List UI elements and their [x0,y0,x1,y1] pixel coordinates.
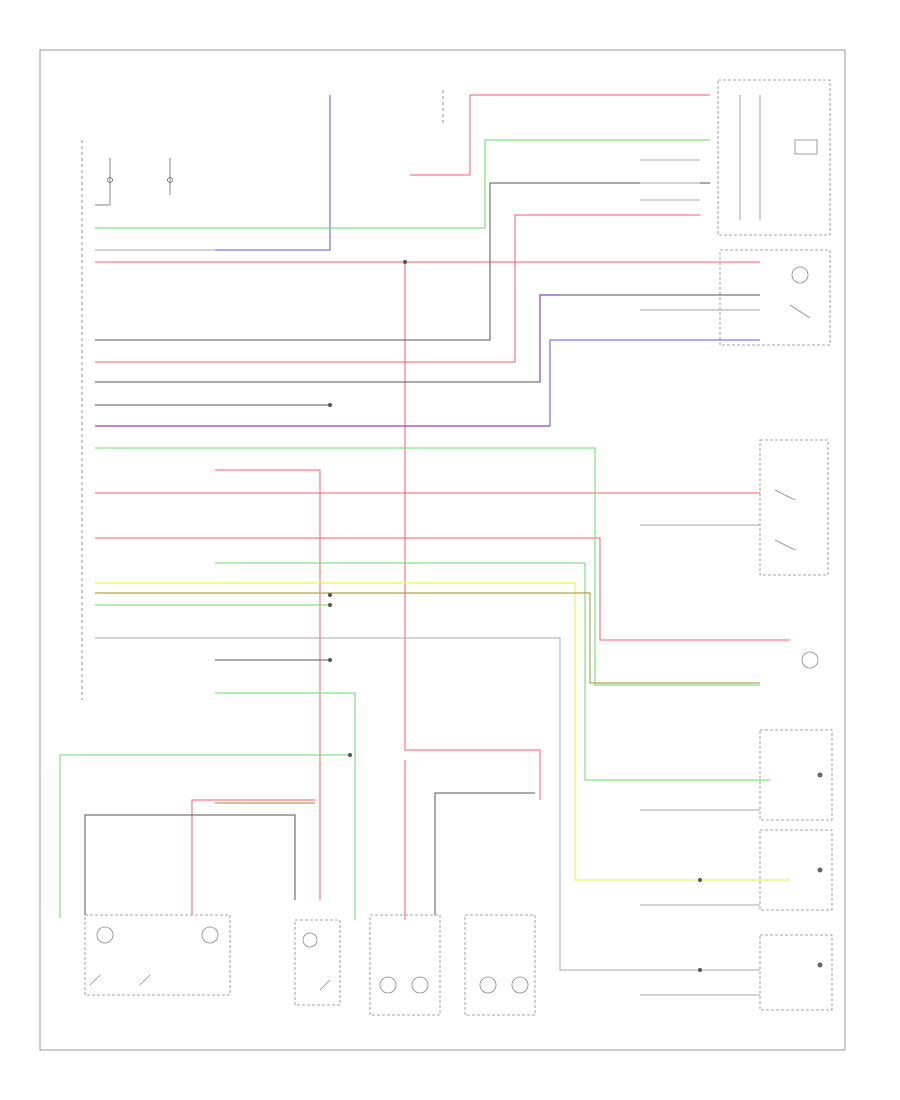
wires-yellow [95,582,790,881]
wires-olive [95,592,760,804]
connector-block-top-right [717,79,831,236]
terminal-markers [817,772,823,968]
fuse-group-left [95,158,173,206]
harness-edges [81,90,444,700]
wires-gray [95,159,760,996]
wires-dark [84,182,760,915]
bottom-lamps [84,914,536,1016]
wires-red [95,94,790,920]
wires-green [59,139,770,920]
wires-purple [95,294,560,427]
switch-boxes-right [719,249,833,1011]
wires-blue [215,95,760,426]
splice-points [328,260,702,972]
diagram-frame [39,49,846,1051]
